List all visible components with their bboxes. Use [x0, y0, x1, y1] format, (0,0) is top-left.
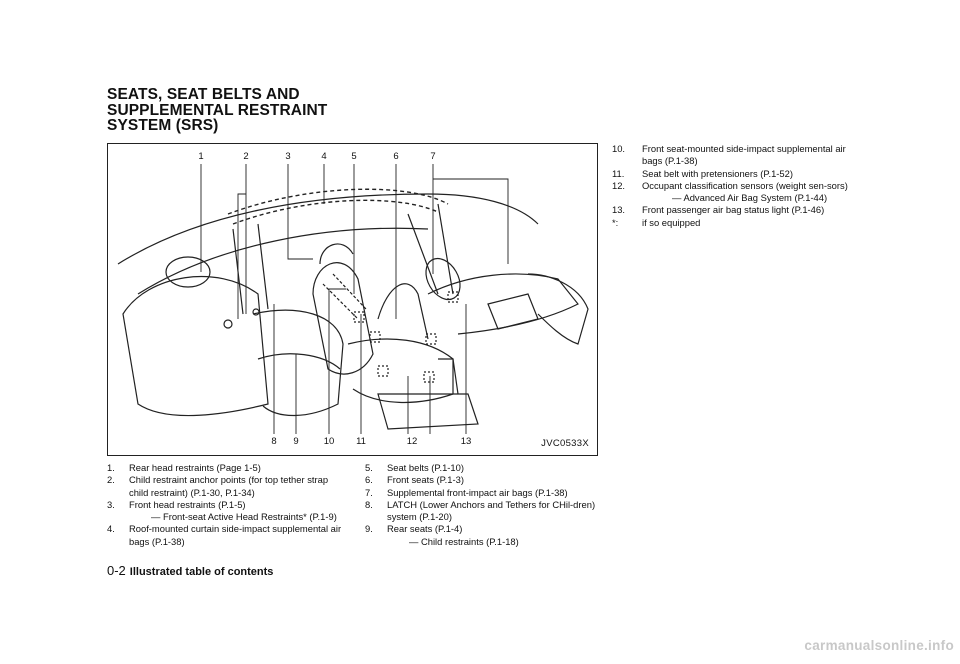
item-text: Child restraint anchor points (for top t… [129, 474, 329, 498]
item-number: 6. [365, 474, 373, 486]
item-text: LATCH (Lower Anchors and Tethers for CHi… [387, 498, 596, 523]
interior-line-drawing: 1 2 3 4 5 6 7 8 9 10 11 12 13 [117, 151, 589, 447]
item-text: Supplemental front-impact air bags (P.1-… [387, 486, 568, 498]
callout-9: 9 [293, 436, 298, 447]
list-item: 6. Front seats (P.1-3) [365, 474, 600, 486]
callout-12: 12 [407, 436, 418, 447]
list-item: 13. Front passenger air bag status light … [612, 204, 862, 216]
list-item: 2. Child restraint anchor points (for top… [107, 474, 347, 499]
item-number: 10. [612, 143, 626, 154]
list-item: *: if so equipped [612, 217, 862, 229]
list-item: 1. Rear head restraints (Page 1-5) [107, 462, 347, 474]
callout-5: 5 [351, 151, 356, 162]
item-subtext: — Front-seat Active Head Restraints* (P.… [151, 511, 337, 523]
item-text: Front head restraints (P.1-5) [129, 498, 246, 510]
callout-8: 8 [271, 436, 276, 447]
callout-3: 3 [285, 151, 290, 162]
item-text: Roof-mounted curtain side-impact supplem… [129, 523, 342, 547]
page-number: 0-2 [107, 563, 126, 578]
item-number: 9. [365, 523, 373, 535]
list-item: 9. Rear seats (P.1-4)— Child restraints (… [365, 523, 600, 548]
item-text: Seat belt with pretensioners (P.1-52) [642, 167, 793, 179]
section-title-line-3: SYSTEM (SRS) [107, 117, 219, 134]
callout-7: 7 [430, 151, 435, 162]
list-item: 5. Seat belts (P.1-10) [365, 462, 600, 474]
callout-6: 6 [393, 151, 398, 162]
callout-10: 10 [324, 436, 335, 447]
item-text: Occupant classification sensors (weight … [642, 179, 848, 191]
legend-column-1: 1. Rear head restraints (Page 1-5) 2. Chil… [107, 462, 347, 548]
item-number: 5. [365, 462, 373, 473]
item-number: 11. [612, 167, 625, 179]
item-number: 7. [365, 486, 373, 498]
item-number: 4. [107, 523, 115, 535]
item-text: Front seat-mounted side-impact supplemen… [642, 143, 846, 167]
chapter-title: Illustrated table of contents [129, 566, 274, 578]
item-subtext: — Child restraints (P.1-18) [409, 535, 519, 547]
item-text: Front seats (P.1-3) [387, 474, 464, 486]
item-number: 13. [612, 204, 626, 216]
item-number: 1. [107, 462, 115, 473]
list-item: 3. Front head restraints (P.1-5)— Front-s… [107, 499, 347, 524]
legend-column-2: 5. Seat belts (P.1-10) 6. Front seats (P.1… [365, 462, 600, 548]
item-text: Rear head restraints (Page 1-5) [129, 462, 261, 473]
callout-13: 13 [461, 436, 472, 447]
list-item: 10. Front seat-mounted side-impact supple… [612, 143, 862, 168]
list-item: 12. Occupant classification sensors (weig… [612, 180, 862, 205]
legend-column-3: 10. Front seat-mounted side-impact supple… [612, 143, 862, 229]
callout-2: 2 [243, 151, 248, 162]
section-title: SEATS, SEAT BELTS AND SUPPLEMENTAL RESTR… [107, 87, 327, 134]
section-title-line-2: SUPPLEMENTAL RESTRAINT [107, 101, 328, 119]
item-text: Rear seats (P.1-4) [387, 523, 463, 535]
item-text: if so equipped [642, 216, 701, 228]
list-item: 8. LATCH (Lower Anchors and Tethers for C… [365, 499, 600, 524]
item-number: 2. [107, 474, 115, 486]
item-text: Seat belts (P.1-10) [387, 462, 464, 473]
list-item: 4. Roof-mounted curtain side-impact suppl… [107, 523, 347, 548]
callout-11: 11 [356, 436, 366, 447]
list-item: 7. Supplemental front-impact air bags (P.… [365, 487, 600, 499]
callout-1: 1 [198, 151, 203, 162]
watermark: carmanualsonline.info [804, 638, 954, 653]
item-number: 3. [107, 498, 115, 510]
section-title-line-1: SEATS, SEAT BELTS AND [107, 86, 300, 103]
item-number: 8. [365, 498, 373, 510]
item-subtext: — Advanced Air Bag System (P.1-44) [672, 192, 828, 204]
item-number: *: [612, 216, 619, 228]
vehicle-interior-illustration: 1 2 3 4 5 6 7 8 9 10 11 12 13 JVC0533X [107, 143, 598, 456]
callout-4: 4 [321, 151, 326, 162]
list-item: 11. Seat belt with pretensioners (P.1-52) [612, 168, 862, 180]
item-text: Front passenger air bag status light (P.… [642, 204, 825, 216]
figure-code: JVC0533X [541, 438, 589, 449]
item-number: 12. [612, 179, 626, 191]
